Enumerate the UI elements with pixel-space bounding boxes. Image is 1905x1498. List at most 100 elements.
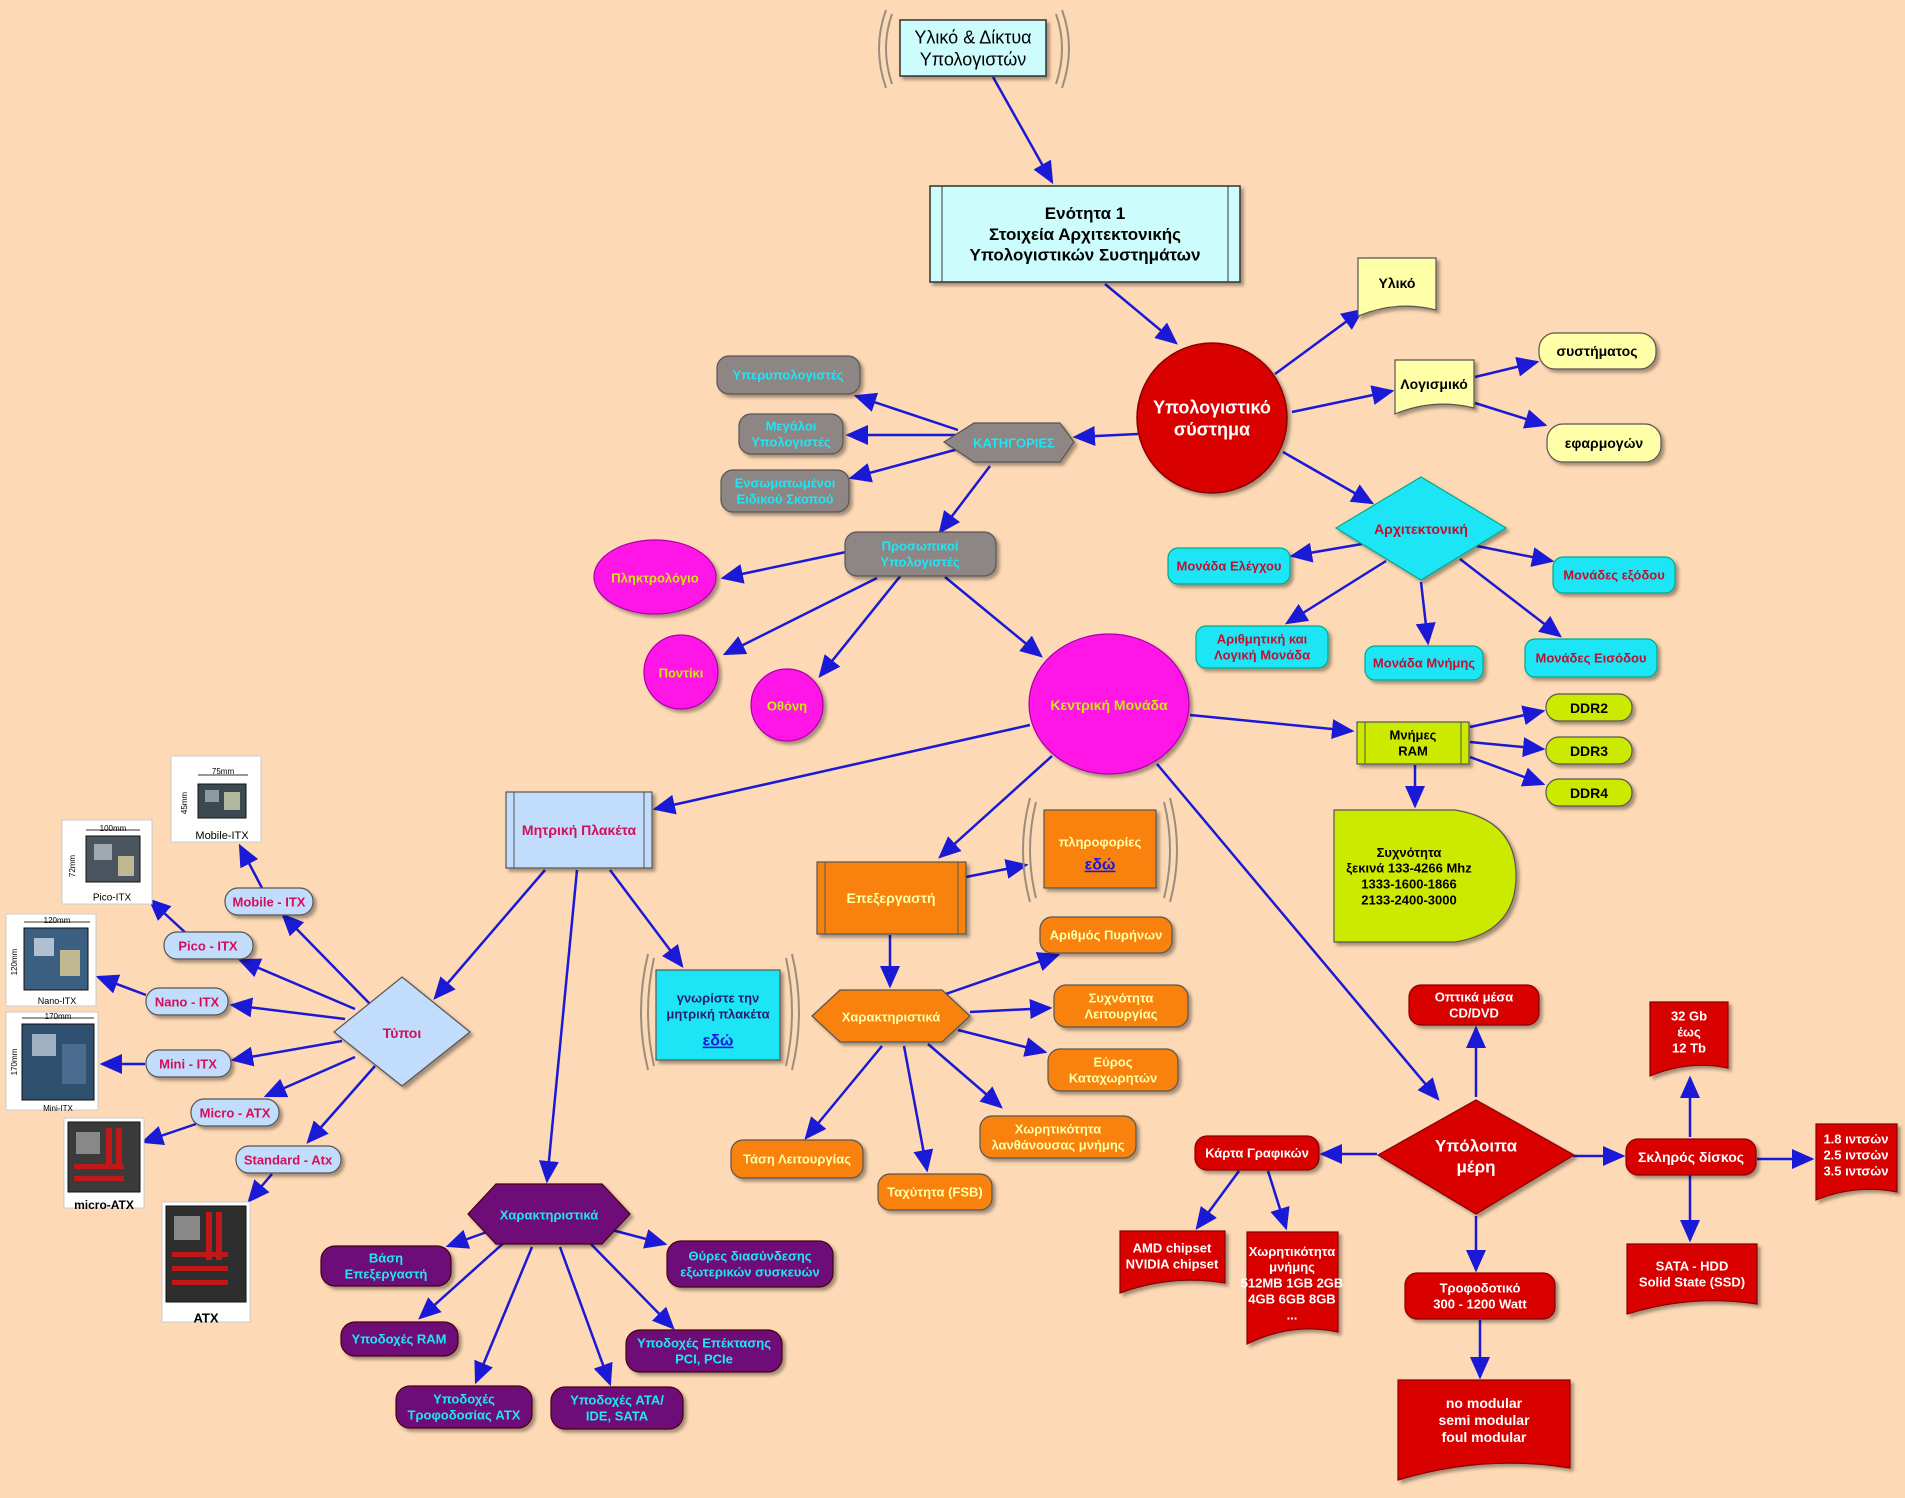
arrow-ram-to-ddr4 [1469,755,1546,787]
ram-slots-node[interactable]: Υποδοχές RAM [340,1321,459,1357]
arrow-central-to-cpu [938,755,1053,859]
input-units-label: Μονάδες Εισόδου [1536,651,1647,666]
cpu-node[interactable]: Επεξεργαστή [816,861,967,935]
fsb-node[interactable]: Ταχύτητα (FSB) [877,1173,993,1211]
output-units-label: Μονάδες εξόδου [1563,568,1665,583]
mini-itx-caption: Mini-ITX [43,1104,73,1113]
motherboard-node[interactable]: Μητρική Πλακέτα [505,791,653,869]
hdd-node[interactable]: Σκληρός δίσκος [1625,1138,1757,1176]
supercomputers-node[interactable]: Υπερυπολογιστές [716,355,861,395]
mb-info-link[interactable]: εδώ [703,1033,734,1050]
software-node[interactable]: Λογισμικό [1394,359,1475,415]
mobile-itx-caption: Mobile-ITX [195,830,249,842]
ata-slots-node[interactable]: Υποδοχές ATA/IDE, SATA [550,1386,684,1430]
ddr2-node[interactable]: DDR2 [1545,693,1633,722]
output-units-node[interactable]: Μονάδες εξόδου [1552,556,1676,594]
arrow-ram-to-ddr3 [1469,737,1546,758]
graphics-node[interactable]: Κάρτα Γραφικών [1194,1135,1320,1171]
mouse-node[interactable]: Ποντίκι [643,634,719,710]
software-label: Λογισμικό [1400,376,1468,392]
micro-atx-node[interactable]: Micro - ATX [190,1098,280,1127]
cpu-features-node[interactable]: Χαρακτηριστικά [811,989,971,1043]
memory-unit-node[interactable]: Μονάδα Μνήμης [1364,645,1484,681]
arrow-mb-to-types [433,869,546,1000]
motherboard-label: Μητρική Πλακέτα [522,822,637,838]
ddr3-node[interactable]: DDR3 [1545,736,1633,765]
architecture-label: Αρχιτεκτονική [1374,521,1468,537]
arrow-features-to-cores [939,952,1061,998]
keyboard-node[interactable]: Πληκτρολόγιο [593,539,717,615]
arrow-graphics-to-chipsets [1195,1170,1241,1231]
nano-itx-node[interactable]: Nano - ITX [145,987,229,1016]
pico-itx-label: Pico - ITX [178,939,238,954]
mobile-itx-height-label: 45mm [180,792,189,815]
arrow-standard-to-image [247,1173,273,1203]
mini-itx-height-label: 170mm [10,1048,19,1075]
ddr4-node[interactable]: DDR4 [1545,778,1633,807]
voltage-node[interactable]: Τάση Λειτουργίας [730,1139,864,1179]
mobile-itx-node[interactable]: Mobile - ITX [224,887,314,916]
software-apps-node[interactable]: εφαρμογών [1546,423,1662,463]
control-unit-label: Μονάδα Ελέγχου [1177,559,1282,574]
software-system-node[interactable]: συστήματος [1538,332,1657,370]
cpu-info-node[interactable]: πληροφορίες εδώ [1022,797,1178,903]
control-unit-node[interactable]: Μονάδα Ελέγχου [1167,547,1291,585]
arrow-types-to-pico [237,958,356,1011]
arrow-personal-to-keyboard [720,550,847,584]
nano-itx-caption: Nano-ITX [38,996,77,1006]
hardware-node[interactable]: Υλικό [1357,257,1437,317]
cpu-info-link[interactable]: εδώ [1085,857,1116,874]
mb-features-node[interactable]: Χαρακτηριστικά [467,1183,631,1245]
micro-atx-image: micro-ATX [63,1117,145,1212]
architecture-node[interactable]: Αρχιτεκτονική [1334,476,1508,581]
mini-itx-node[interactable]: Mini - ITX [145,1049,232,1078]
nano-itx-label: Nano - ITX [155,995,220,1010]
monitor-label: Οθόνη [767,699,807,714]
types-node[interactable]: Τύποι [333,976,471,1087]
arrow-mbfeat-to-ports [611,1228,668,1249]
nano-itx-image: 120mm 120mm Nano-ITX [5,913,97,1007]
central-unit-node[interactable]: Κεντρική Μονάδα [1028,633,1190,775]
pico-itx-node[interactable]: Pico - ITX [163,931,254,960]
monitor-node[interactable]: Οθόνη [750,668,824,742]
arrow-features-to-cache [927,1043,1003,1109]
categories-node[interactable]: ΚΑΤΗΓΟΡΙΕΣ [942,422,1075,463]
input-units-node[interactable]: Μονάδες Εισόδου [1524,638,1658,678]
cores-node[interactable]: Αριθμός Πυρήνων [1039,916,1173,954]
arrow-software-to-apps [1474,401,1548,429]
standard-atx-node[interactable]: Standard - Atx [235,1145,342,1174]
